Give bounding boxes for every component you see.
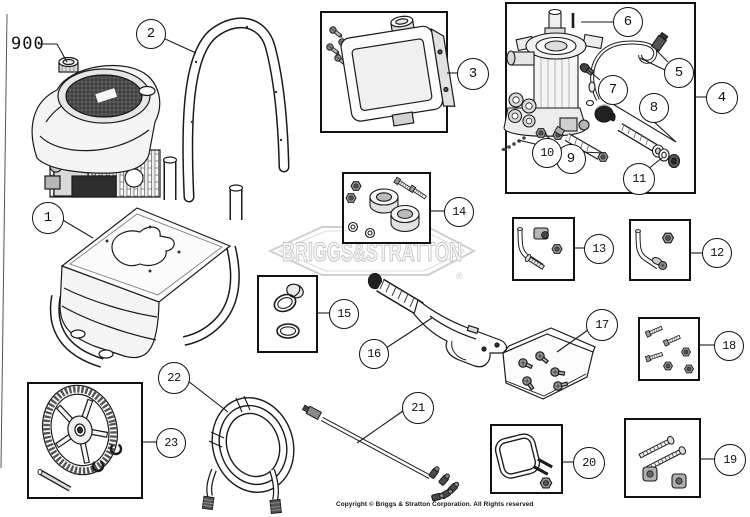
callout-15[interactable]: 15 — [329, 299, 359, 329]
callout-13[interactable]: 13 — [584, 234, 614, 264]
callout-4[interactable]: 4 — [706, 82, 738, 114]
callout-20[interactable]: 20 — [573, 447, 605, 479]
copyright-text: Copyright © Briggs & Stratton Corporatio… — [336, 501, 534, 508]
pressure-hose-illustration — [201, 395, 295, 515]
callout-1[interactable]: 1 — [32, 202, 64, 234]
callout-14[interactable]: 14 — [444, 197, 474, 227]
frame-illustration — [49, 156, 244, 368]
callout-2[interactable]: 2 — [136, 19, 166, 49]
hardware-kit-14-illustration — [345, 176, 428, 239]
callout-23[interactable]: 23 — [156, 428, 186, 458]
callout-12[interactable]: 12 — [702, 238, 732, 268]
spray-gun-illustration — [367, 272, 508, 368]
engine-illustration — [31, 56, 161, 198]
axle-bolt-kit-19-illustration — [638, 436, 687, 489]
callout-18[interactable]: 18 — [714, 331, 744, 361]
handle-illustration — [182, 17, 290, 203]
callout-11[interactable]: 11 — [623, 163, 655, 195]
screw-bag-illustration — [502, 327, 596, 400]
callout-19[interactable]: 19 — [714, 444, 746, 476]
spray-wand-illustration — [301, 404, 460, 502]
callout-5[interactable]: 5 — [664, 58, 694, 88]
pump-assembly-illustration — [501, 8, 681, 169]
callout-8[interactable]: 8 — [639, 93, 669, 123]
callout-10[interactable]: 10 — [532, 138, 562, 168]
handle-pin-kit-12-illustration — [635, 229, 675, 270]
cap-oring-illustration — [273, 283, 304, 339]
leader-lines — [38, 21, 715, 463]
callout-16[interactable]: 16 — [359, 339, 389, 369]
engine-group-callout: 900 — [11, 34, 45, 54]
control-panel-illustration — [324, 15, 456, 127]
callout-6[interactable]: 6 — [613, 7, 643, 37]
callout-3[interactable]: 3 — [457, 58, 489, 90]
registered-mark: ® — [456, 271, 463, 281]
callout-21[interactable]: 21 — [402, 392, 434, 424]
page-edge-line — [0, 13, 8, 469]
bracket-kit-20-illustration — [494, 433, 553, 489]
wheel-illustration — [37, 384, 123, 492]
callout-22[interactable]: 22 — [158, 362, 190, 394]
callout-7[interactable]: 7 — [598, 75, 628, 105]
handle-pin-kit-13-illustration — [517, 227, 563, 270]
callout-17[interactable]: 17 — [586, 309, 618, 341]
